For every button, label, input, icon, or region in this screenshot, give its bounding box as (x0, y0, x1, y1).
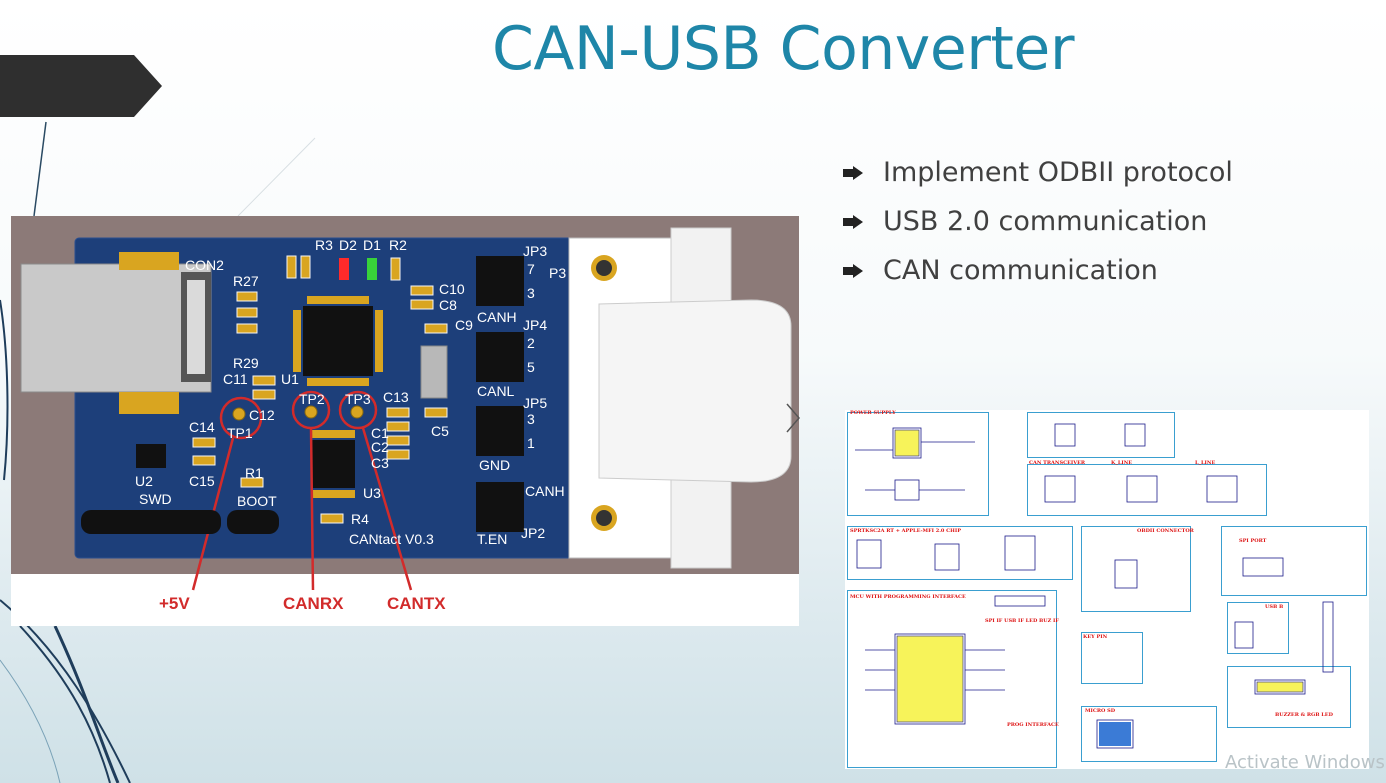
silk-label: 3 (527, 411, 535, 427)
arrow-bullet-icon (843, 165, 883, 180)
silk-label: 5 (527, 359, 535, 375)
bullet-text: Implement ODBII protocol (883, 157, 1233, 188)
callout-5v: +5V (159, 594, 190, 613)
schematic-block (1081, 706, 1217, 762)
schematic-block (1227, 666, 1351, 728)
schematic-block (1081, 526, 1191, 612)
silk-label: 3 (527, 285, 535, 301)
silk-label: JP5 (523, 395, 547, 411)
silk-label: C14 (189, 419, 215, 435)
schematic-image: POWER SUPPLY CAN TRANSCEIVER K_LINE L_LI… (845, 410, 1369, 769)
silk-label: C2 (371, 439, 389, 455)
schematic-heading: USB B (1265, 604, 1284, 610)
silk-label: D1 (363, 237, 381, 253)
silk-label: R3 (315, 237, 333, 253)
schematic-block (1027, 464, 1267, 516)
bullet-item: Implement ODBII protocol (843, 148, 1343, 197)
schematic-drawing (855, 423, 1334, 749)
silk-label: T.EN (477, 531, 507, 547)
silk-label: U2 (135, 473, 153, 489)
silk-label: JP4 (523, 317, 547, 333)
callout-cantx: CANTX (387, 594, 446, 613)
silk-label: R27 (233, 273, 259, 289)
silk-label: U3 (363, 485, 381, 501)
schematic-heading: L_LINE (1195, 460, 1216, 466)
silk-label: GND (479, 457, 510, 473)
arrow-bullet-icon (843, 214, 883, 229)
pcb-render-image: CON2 R27 R3 D2 D1 R2 C10 C8 C9 JP3 7 3 P… (11, 216, 799, 626)
bullet-list: Implement ODBII protocol USB 2.0 communi… (843, 148, 1343, 295)
silk-label: C11 (223, 371, 248, 387)
silk-label: R2 (389, 237, 407, 253)
schematic-heading: SPRTKSC2A RT + APPLE-MFI 2.0 CHIP (850, 528, 961, 534)
schematic-block (847, 590, 1057, 768)
silk-label: C9 (455, 317, 473, 333)
silk-label: CANL (477, 383, 515, 399)
schematic-heading: BUZZER & RGB LED (1275, 712, 1333, 718)
silk-label: C12 (249, 407, 275, 423)
silk-label: 1 (527, 435, 535, 451)
silk-label: C5 (431, 423, 449, 439)
schematic-heading: OBDII CONNECTOR (1137, 528, 1194, 534)
callout-canrx: CANRX (283, 594, 344, 613)
pcb-board: CON2 R27 R3 D2 D1 R2 C10 C8 C9 JP3 7 3 P… (20, 227, 792, 591)
silk-label: BOOT (237, 493, 277, 509)
silk-label: TP2 (299, 391, 325, 407)
silk-label: CON2 (185, 257, 224, 273)
arrow-bullet-icon (843, 263, 883, 278)
schematic-block (1227, 602, 1289, 654)
silk-label: C1 (371, 425, 389, 441)
bullet-item: CAN communication (843, 246, 1343, 295)
schematic-heading: K_LINE (1111, 460, 1133, 466)
silk-label: R1 (245, 465, 263, 481)
schematic-heading: PROG INTERFACE (1007, 722, 1059, 728)
schematic-heading: CAN TRANSCEIVER (1029, 460, 1086, 466)
activation-watermark: Activate Windows (1225, 752, 1385, 773)
bullet-text: CAN communication (883, 255, 1158, 286)
title-tab-shape (0, 55, 162, 117)
silk-label: C10 (439, 281, 465, 297)
silk-label: TP1 (227, 425, 253, 441)
schematic-heading: SPI PORT (1239, 538, 1267, 544)
silk-label: SWD (139, 491, 172, 507)
silk-label: JP3 (523, 243, 547, 259)
silk-label: C15 (189, 473, 215, 489)
silk-label: C8 (439, 297, 457, 313)
silk-label: U1 (281, 371, 299, 387)
silk-label: 7 (527, 261, 535, 277)
slide-title: CAN-USB Converter (491, 14, 1075, 84)
silk-label: R4 (351, 511, 369, 527)
schematic-block (1027, 412, 1175, 458)
silk-label: P3 (549, 265, 566, 281)
silk-label: R29 (233, 355, 259, 371)
bullet-item: USB 2.0 communication (843, 197, 1343, 246)
silk-label: TP3 (345, 391, 371, 407)
silk-label: CANH (525, 483, 565, 499)
bullet-text: USB 2.0 communication (883, 206, 1208, 237)
schematic-block (847, 412, 989, 516)
schematic-heading: MCU WITH PROGRAMMING INTERFACE (850, 594, 966, 600)
schematic-heading: POWER SUPPLY (850, 410, 896, 416)
schematic-block (1081, 632, 1143, 684)
silk-label: D2 (339, 237, 357, 253)
schematic-heading: SPI IF USB IF LED BUZ IF (985, 618, 1059, 624)
schematic-heading: MICRO SD (1085, 708, 1116, 714)
schematic-heading: KEY PIN (1083, 634, 1108, 640)
silk-label: 2 (527, 335, 535, 351)
chevron-right-icon[interactable] (785, 402, 801, 434)
pcb-version-label: CANtact V0.3 (349, 531, 434, 547)
silk-label: JP2 (521, 525, 545, 541)
silk-label: C13 (383, 389, 409, 405)
silk-label: CANH (477, 309, 517, 325)
silk-label: C3 (371, 455, 389, 471)
schematic-block (847, 526, 1073, 580)
schematic-block (1221, 526, 1367, 596)
